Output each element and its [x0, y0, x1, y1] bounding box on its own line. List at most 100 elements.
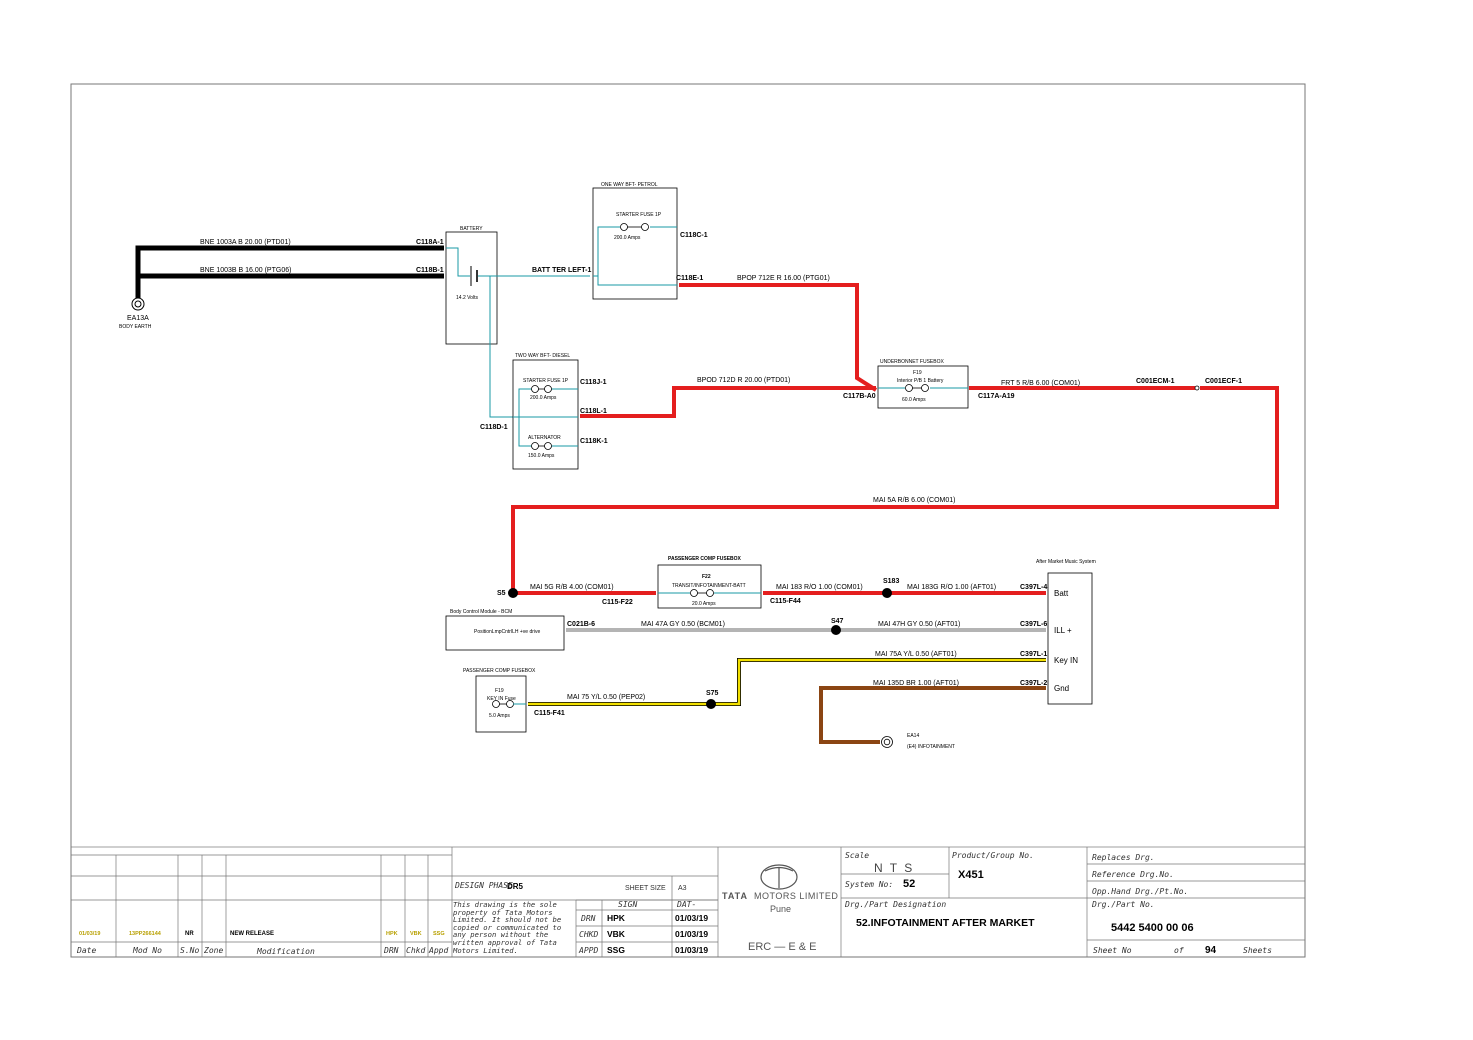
drawing-border: [70, 83, 1306, 958]
body-earth-id: EA13A: [127, 315, 149, 322]
drn-date: 01/03/19: [675, 913, 708, 923]
rev-chkd: VBK: [410, 931, 422, 937]
connector-c118j1: C118J-1: [580, 379, 607, 386]
hdr-appd: Appd: [428, 946, 448, 955]
wire-label-bne-1003b: BNE 1003B B 16.00 (PTG06): [200, 267, 291, 274]
wire-label-frt5: FRT 5 R/B 6.00 (COM01): [1001, 380, 1080, 387]
drn-label: DRN: [580, 914, 596, 923]
music-pin-gnd: Gnd: [1054, 684, 1069, 693]
rev-modification: NEW RELEASE: [230, 931, 274, 937]
wire-label-bpop: BPOP 712E R 16.00 (PTG01): [737, 275, 830, 282]
appd-sign: SSG: [607, 945, 625, 955]
connector-c118d1: C118D-1: [480, 424, 508, 431]
earth-wires: [135, 245, 444, 300]
connector-c118c1: C118C-1: [680, 232, 708, 239]
wire-label-mai183g: MAI 183G R/O 1.00 (AFT01): [907, 584, 996, 591]
wire-label-mai47a: MAI 47A GY 0.50 (BCM01): [641, 621, 725, 628]
connector-batt-ter: BATT TER LEFT-1: [532, 267, 591, 274]
splice-s75: S75: [706, 690, 719, 697]
scale-label: Scale: [845, 851, 869, 860]
music-system-title: After Market Music System: [1036, 559, 1096, 565]
system-label: System No:: [845, 880, 893, 889]
wire-bpop-712e: [679, 283, 878, 392]
connector-c118l1: C118L-1: [580, 408, 607, 415]
connector-c397l2: C397L-2: [1020, 680, 1047, 687]
connector-c115f22: C115-F22: [602, 599, 633, 606]
fuse-icon: [690, 589, 714, 597]
ea14-label: (E4) INFOTAINMENT: [907, 744, 955, 750]
fuse-icon: [531, 442, 552, 450]
red-power-wires: [511, 283, 1279, 595]
company-name: MOTORS LIMITED: [754, 891, 838, 901]
connector-c117b: C117B-A0: [843, 393, 876, 400]
chkd-label: CHKD: [579, 930, 598, 939]
wire-mai-135d: [819, 686, 1046, 744]
company-brand: TATA: [722, 891, 748, 901]
diesel-internal-wire-2: [518, 417, 532, 447]
inline-connector-icon: [1194, 385, 1200, 391]
company-dept: ERC — E & E: [748, 941, 816, 953]
pcfb-fuse-amps: 20.0 Amps: [692, 601, 716, 607]
sign-label: SIGN: [618, 900, 637, 909]
petrol-internal-wire-2: [597, 276, 677, 286]
rev-s-no: NR: [185, 931, 194, 937]
hdr-chkd: Chkd: [406, 946, 425, 955]
petrol-internal-wire: [593, 226, 620, 277]
opp-label: Opp.Hand Drg./Pt.No.: [1092, 887, 1188, 896]
splice-s47: S47: [831, 618, 844, 625]
connector-c001ecm: C001ECM-1: [1136, 378, 1175, 385]
design-phase-value: DR5: [507, 882, 524, 891]
rev-appd: SSG: [433, 931, 445, 937]
body-earth-symbol-icon: [131, 297, 145, 311]
body-earth-label: BODY EARTH: [119, 324, 152, 330]
reference-label: Reference Drg.No.: [1092, 870, 1174, 879]
date-col-label: DAT-: [676, 900, 696, 909]
battery-volts: 14.2 Volts: [456, 295, 478, 301]
connector-c115f44: C115-F44: [770, 598, 801, 605]
wire-label-mai5g: MAI 5G R/B 4.00 (COM01): [530, 584, 614, 591]
hdr-s-no: S.No: [180, 946, 199, 955]
title-block: [70, 846, 1306, 958]
rev-drn: HPK: [386, 931, 398, 937]
diesel-fuse1-name: STARTER FUSE 1P: [523, 378, 569, 384]
splice-dots: [508, 588, 892, 709]
pcfb-fuse-id: F22: [702, 574, 711, 580]
sheet-size-value: A3: [678, 885, 687, 892]
diesel-fuse2-name: ALTERNATOR: [528, 435, 561, 441]
scale-value: N T S: [874, 861, 914, 875]
part-label: Drg./Part No.: [1091, 900, 1155, 909]
battery-to-diesel-wire: [489, 276, 513, 418]
connector-c118e1: C118E-1: [676, 275, 703, 282]
ubfb-fuse-amps: 60.0 Amps: [902, 397, 926, 403]
wire-label-bne-1003a: BNE 1003A B 20.00 (PTD01): [200, 239, 291, 246]
passenger-fusebox-2-title: PASSENGER COMP FUSEBOX: [463, 668, 536, 674]
appd-label: APPD: [578, 946, 598, 955]
part-value: 5442 5400 00 06: [1111, 922, 1194, 934]
petrol-bft-title: ONE WAY BFT- PETROL: [601, 182, 658, 188]
fuse-icon: [620, 223, 649, 231]
diesel-bft-box: [512, 359, 579, 470]
product-label: Product/Group No.: [952, 851, 1034, 860]
ground-symbol-icon: [881, 736, 893, 748]
rev-date: 01/03/19: [79, 931, 100, 937]
splice-s183: S183: [883, 578, 899, 585]
connector-c021b6: C021B-6: [567, 621, 595, 628]
wire-label-mai5a: MAI 5A R/B 6.00 (COM01): [873, 497, 955, 504]
sheet-no-label: Sheet No: [1093, 946, 1132, 955]
passenger-fusebox-title: PASSENGER COMP FUSEBOX: [668, 556, 742, 562]
connector-c117a: C117A-A19: [978, 393, 1015, 400]
diesel-internal-wire: [513, 388, 532, 418]
hdr-zone: Zone: [203, 946, 223, 955]
passenger-fusebox-box: [657, 564, 762, 609]
fuse-icon: [492, 700, 526, 708]
music-pin-batt: Batt: [1054, 589, 1069, 598]
copyright-notice: This drawing is the sole property of Tat…: [453, 901, 562, 955]
connector-c001ecf: C001ECF-1: [1205, 378, 1242, 385]
connector-c118b1: C118B-1: [416, 267, 444, 274]
battery-box: [445, 231, 498, 345]
notice-container: This drawing is the sole property of Tat…: [453, 901, 562, 955]
battery-title: BATTERY: [460, 226, 483, 232]
sheets-value: 94: [1205, 945, 1217, 956]
of-label: of: [1174, 946, 1184, 955]
chkd-sign: VBK: [607, 929, 626, 939]
